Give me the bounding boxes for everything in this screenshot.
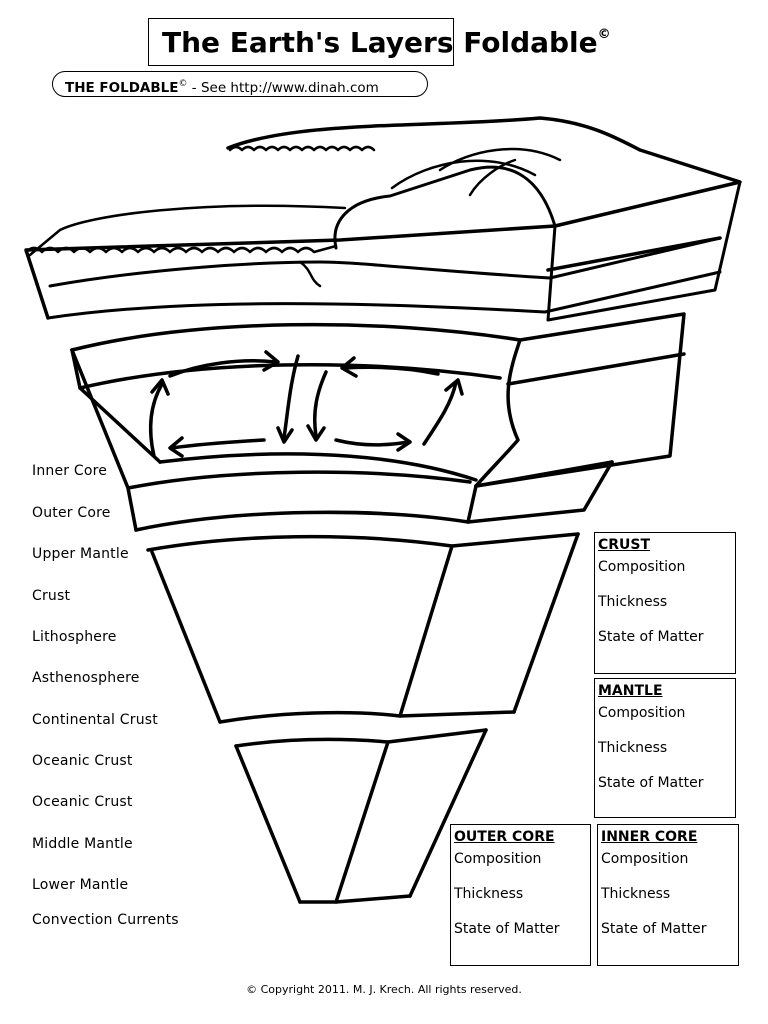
mountain-ridge bbox=[390, 159, 537, 190]
upper-mantle-bottom bbox=[158, 452, 478, 482]
convection-arrow-8 bbox=[422, 380, 458, 446]
mantle-box-title: MANTLE bbox=[598, 683, 663, 699]
convection-arrowhead-2 bbox=[276, 426, 294, 444]
convection-arrowhead-3 bbox=[168, 436, 184, 458]
convection-arrowhead-8 bbox=[444, 378, 464, 396]
composition-label: Composition bbox=[598, 705, 686, 721]
page-title: The Earth's Layers Foldable© bbox=[162, 26, 611, 59]
convection-arrowhead-7 bbox=[396, 432, 412, 452]
state-of-matter-label: State of Matter bbox=[454, 921, 560, 937]
convection-arrow-7 bbox=[334, 438, 410, 447]
crust-side-line bbox=[546, 236, 722, 272]
outer-core-seam bbox=[398, 544, 454, 718]
crust-block bbox=[24, 116, 742, 322]
source-link-text[interactable]: - See http://www.dinah.com bbox=[187, 80, 379, 96]
inner-core-block bbox=[234, 728, 488, 904]
oceanic-plate-edge bbox=[298, 260, 322, 288]
copyright-symbol: © bbox=[597, 27, 611, 42]
mantle-outer-left bbox=[70, 348, 138, 532]
middle-mantle-bottom bbox=[134, 460, 614, 532]
inner-core-seam bbox=[334, 740, 390, 904]
ocean-wave-top bbox=[228, 145, 376, 152]
crust-box-title: CRUST bbox=[598, 537, 651, 553]
title-frame bbox=[148, 18, 454, 66]
lithosphere-top bbox=[70, 312, 686, 488]
foldable-brand: THE FOLDABLE bbox=[65, 80, 179, 96]
term-item: Upper Mantle bbox=[32, 546, 129, 562]
convection-arrow-1 bbox=[168, 359, 278, 378]
inner-core-info-box: INNER CORE Composition Thickness State o… bbox=[597, 824, 739, 966]
foldable-source-banner: THE FOLDABLE© - See http://www.dinah.com bbox=[52, 71, 428, 97]
convection-currents bbox=[148, 350, 464, 458]
brand-copyright-symbol: © bbox=[178, 79, 188, 89]
term-item: Oceanic Crust bbox=[32, 794, 133, 810]
term-item: Continental Crust bbox=[32, 712, 158, 728]
outer-core-right bbox=[512, 532, 580, 714]
convection-arrowhead-6 bbox=[306, 424, 326, 442]
outer-core-top bbox=[146, 532, 580, 552]
thickness-label: Thickness bbox=[601, 886, 671, 902]
convection-arrowhead-5 bbox=[340, 356, 358, 378]
convection-arrow-6 bbox=[312, 370, 328, 438]
outer-core-left bbox=[150, 550, 222, 724]
outer-core-box-title: OUTER CORE bbox=[454, 829, 555, 845]
inner-core-right bbox=[408, 728, 488, 898]
inner-core-bottom bbox=[298, 894, 412, 904]
term-item: Middle Mantle bbox=[32, 836, 133, 852]
middle-mantle-line bbox=[126, 470, 472, 490]
convection-arrowhead-4 bbox=[150, 378, 170, 396]
crust-right-face bbox=[546, 180, 742, 322]
ocean-surface bbox=[24, 244, 338, 254]
outer-core-bottom bbox=[218, 710, 516, 724]
crust-layer-line-1 bbox=[48, 236, 722, 288]
thickness-label: Thickness bbox=[598, 740, 668, 756]
term-item: Lithosphere bbox=[32, 629, 117, 645]
term-item: Lower Mantle bbox=[32, 877, 129, 893]
outer-core-block bbox=[146, 532, 580, 724]
crust-layer-line-2 bbox=[46, 270, 722, 320]
crust-info-box: CRUST Composition Thickness State of Mat… bbox=[594, 532, 736, 674]
state-of-matter-label: State of Matter bbox=[601, 921, 707, 937]
term-item: Oceanic Crust bbox=[32, 753, 133, 769]
term-item: Inner Core bbox=[32, 463, 108, 479]
asthenosphere-line bbox=[78, 362, 502, 390]
convection-arrow-3 bbox=[170, 438, 266, 450]
term-item: Outer Core bbox=[32, 505, 111, 521]
surface-outline bbox=[24, 116, 742, 320]
state-of-matter-label: State of Matter bbox=[598, 629, 704, 645]
mantle-left-edge bbox=[70, 348, 162, 464]
term-item: Convection Currents bbox=[32, 912, 179, 928]
inner-core-left bbox=[234, 744, 302, 904]
mantle-block bbox=[70, 312, 686, 532]
mountain-ridge-2 bbox=[438, 147, 562, 172]
composition-label: Composition bbox=[598, 559, 686, 575]
composition-label: Composition bbox=[601, 851, 689, 867]
mantle-info-box: MANTLE Composition Thickness State of Ma… bbox=[594, 678, 736, 818]
term-item: Crust bbox=[32, 588, 71, 604]
continent-outline bbox=[333, 165, 557, 250]
outer-core-info-box: OUTER CORE Composition Thickness State o… bbox=[450, 824, 591, 966]
convection-arrowhead-1 bbox=[262, 350, 280, 372]
term-item: Asthenosphere bbox=[32, 670, 140, 686]
convection-arrow-4 bbox=[148, 382, 164, 458]
mantle-side-line-1 bbox=[506, 352, 686, 386]
page-title-text: The Earth's Layers Foldable bbox=[162, 26, 598, 59]
mantle-side-line-2 bbox=[474, 460, 614, 488]
inner-core-top bbox=[234, 728, 488, 748]
mantle-right-seam bbox=[474, 338, 522, 488]
inner-core-box-title: INNER CORE bbox=[601, 829, 698, 845]
composition-label: Composition bbox=[454, 851, 542, 867]
thickness-label: Thickness bbox=[598, 594, 668, 610]
convection-arrow-5 bbox=[342, 365, 440, 376]
mantle-outer-right bbox=[466, 484, 478, 524]
state-of-matter-label: State of Matter bbox=[598, 775, 704, 791]
copyright-footer: © Copyright 2011. M. J. Krech. All right… bbox=[246, 983, 522, 996]
ocean-depth-line bbox=[28, 204, 347, 257]
mountain-slope bbox=[468, 158, 517, 197]
convection-arrow-2 bbox=[282, 354, 300, 440]
thickness-label: Thickness bbox=[454, 886, 524, 902]
